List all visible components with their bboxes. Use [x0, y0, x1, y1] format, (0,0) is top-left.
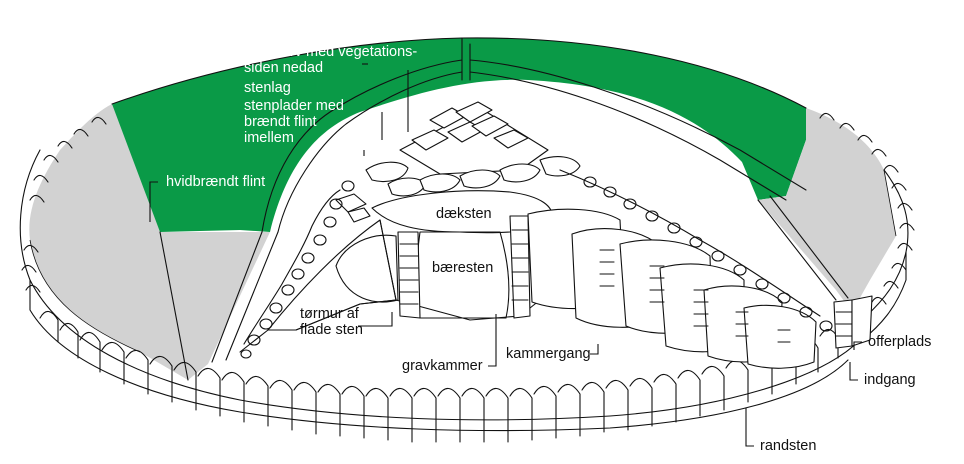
label-slabs-line1: stenplader med [244, 98, 344, 114]
label-drywall-line2: flade sten [300, 322, 363, 338]
label-slabs-line3: imellem [244, 130, 294, 146]
label-kerb-stones: randsten [760, 438, 816, 454]
drywall-left [398, 232, 420, 318]
label-burnt-flint: hvidbrændt flint [166, 174, 265, 190]
label-offering-place: offerplads [868, 334, 931, 350]
label-turf-line1: græstørv med vegetations- [244, 44, 417, 60]
label-cap-stone: dæksten [436, 206, 492, 222]
label-entrance: indgang [864, 372, 916, 388]
label-slabs-line2: brændt flint [244, 114, 317, 130]
label-support-stone: bæresten [432, 260, 493, 276]
entrance [834, 296, 872, 348]
label-burial-chamber: gravkammer [402, 358, 483, 374]
label-passage: kammergang [506, 346, 591, 362]
label-turf-line2: siden nedad [244, 60, 323, 76]
drywall-right [510, 216, 530, 318]
label-drywall-line1: tørmur af [300, 306, 360, 322]
label-stone-layer: stenlag [244, 80, 291, 96]
